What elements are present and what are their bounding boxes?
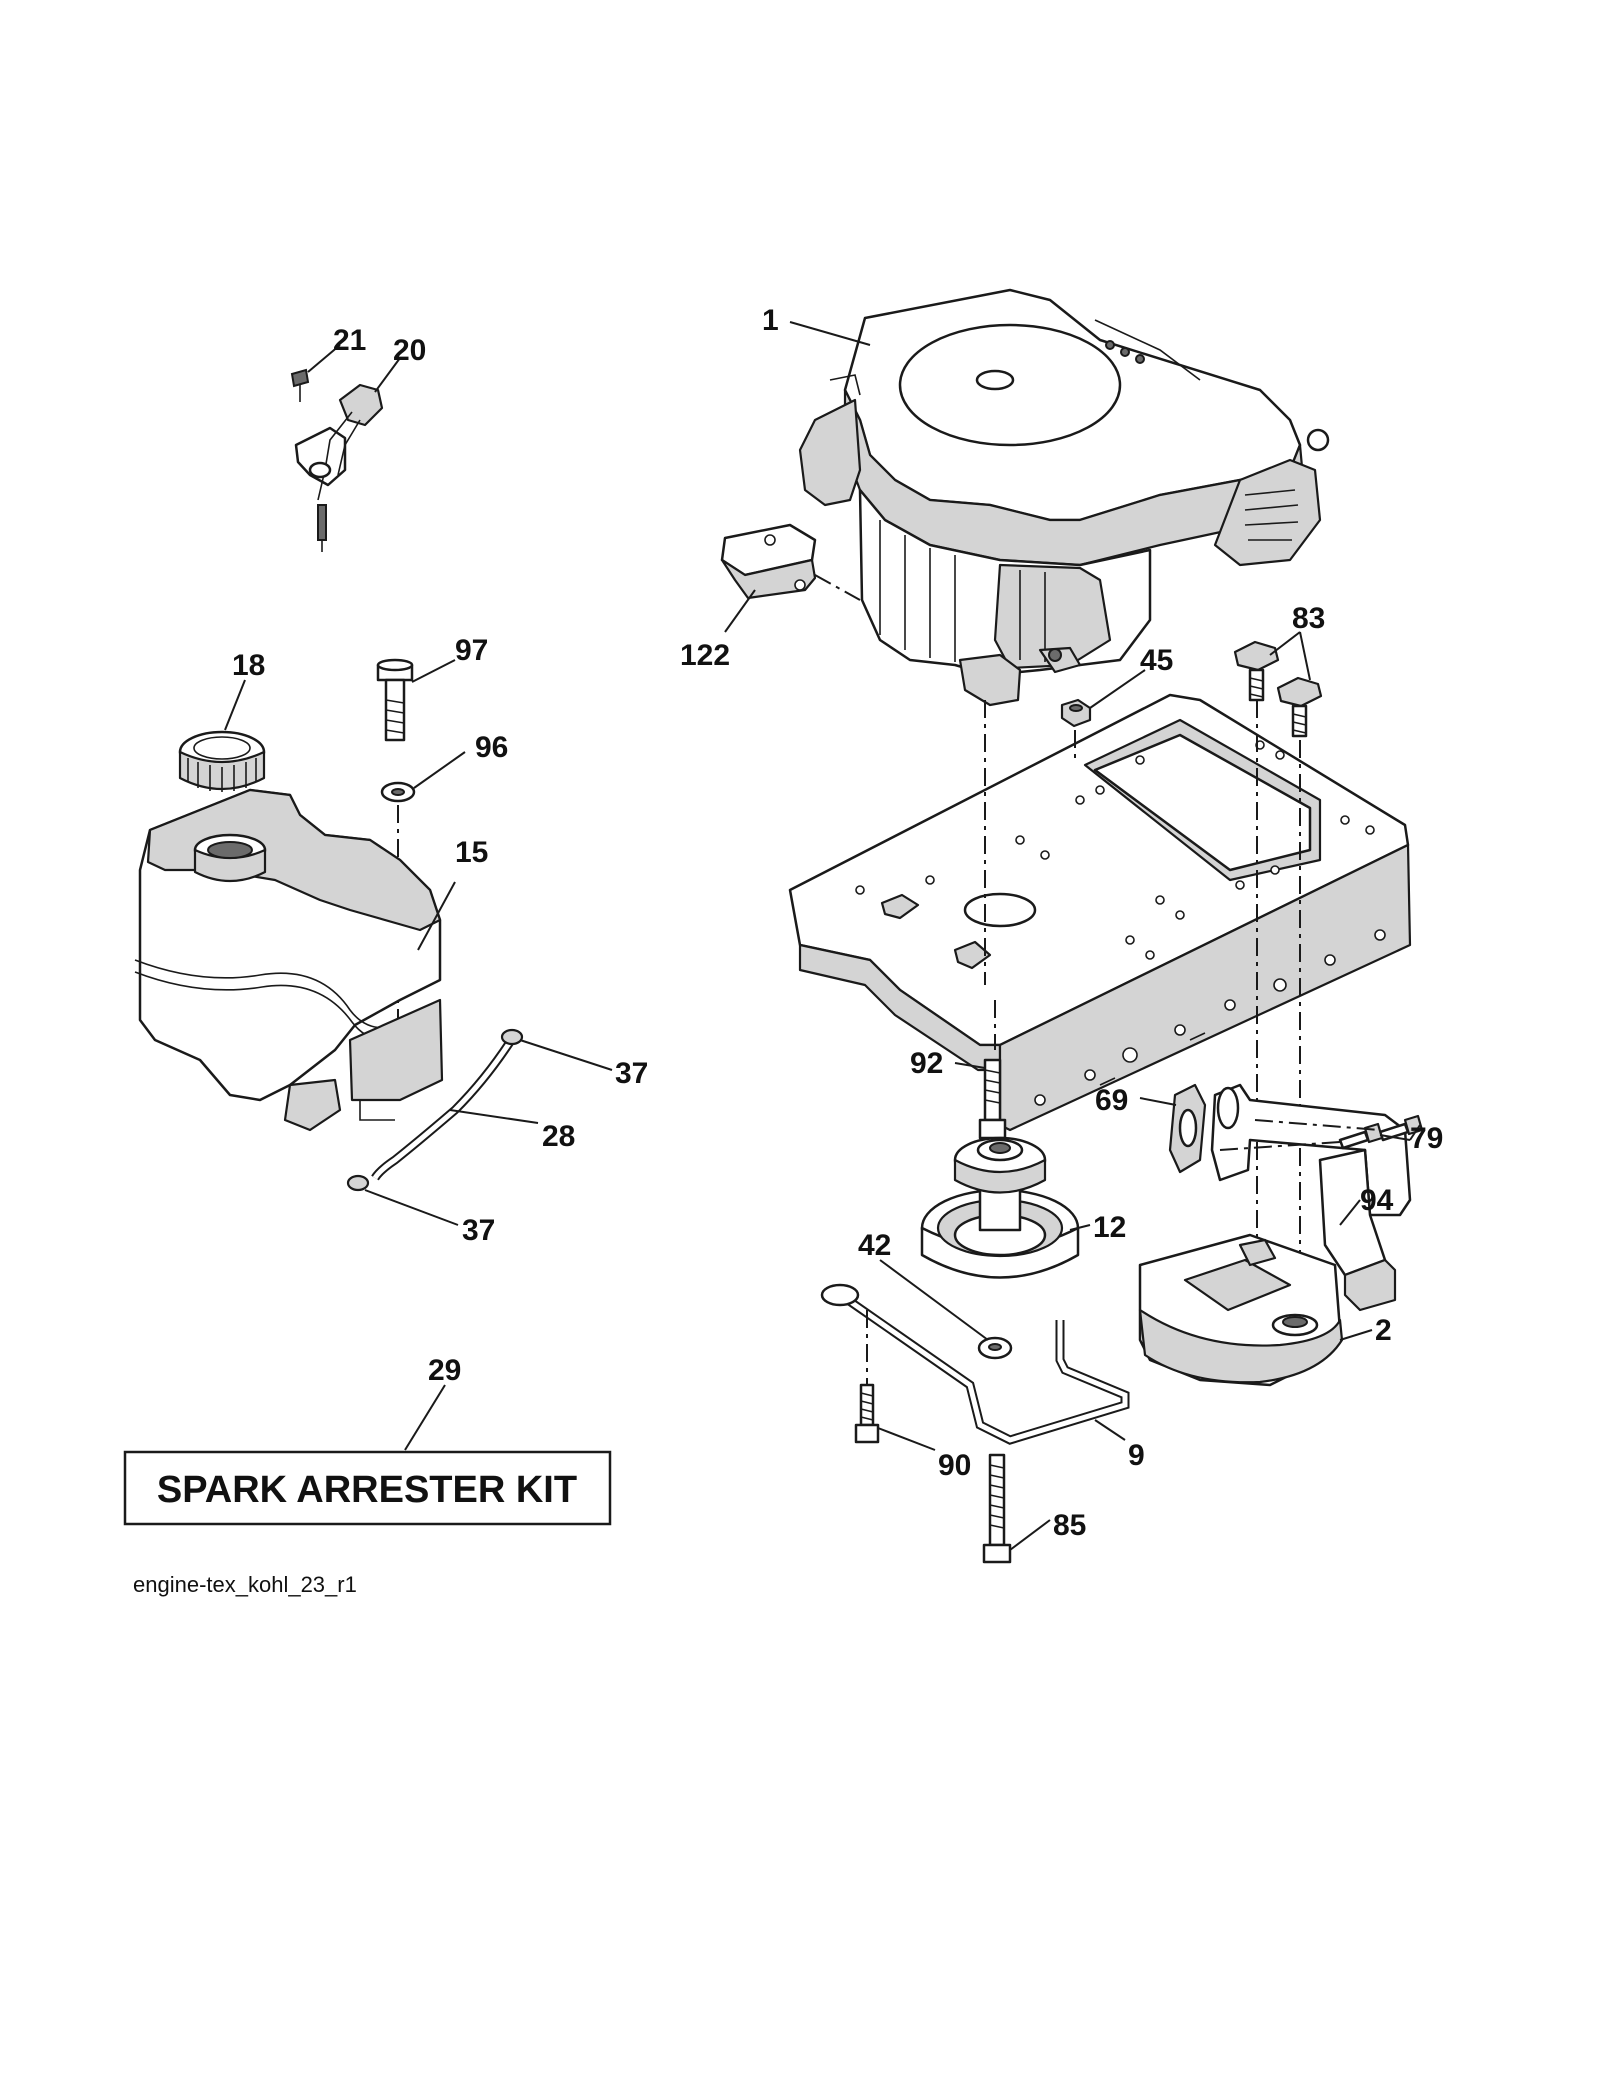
bolt-part-92[interactable] xyxy=(978,1058,1007,1140)
callout-45[interactable]: 45 xyxy=(1140,644,1173,677)
spark-arrester-kit-box[interactable]: SPARK ARRESTER KIT xyxy=(123,1450,612,1526)
callout-94[interactable]: 94 xyxy=(1360,1184,1394,1217)
exhaust-pipe-part-94[interactable] xyxy=(1210,1083,1412,1312)
diagram-reference-id: engine-tex_kohl_23_r1 xyxy=(133,1572,357,1597)
mounting-bolt-part-83-left[interactable] xyxy=(1233,640,1280,702)
callout-83[interactable]: 83 xyxy=(1292,602,1325,635)
hose-clamp-part-37-lower[interactable] xyxy=(346,1174,370,1192)
screw-part-21[interactable] xyxy=(290,368,310,402)
callout-69[interactable]: 69 xyxy=(1095,1084,1128,1117)
fuel-line-part-28[interactable] xyxy=(371,1039,514,1181)
engine-mounting-frame xyxy=(788,693,1412,1132)
exhaust-gasket-part-69[interactable] xyxy=(1168,1083,1207,1174)
callout-labels: 1 21 20 122 18 97 96 15 83 45 37 28 37 9… xyxy=(232,304,1443,1542)
fuel-tank-part-15[interactable] xyxy=(134,788,444,1132)
callout-2[interactable]: 2 xyxy=(1375,1314,1392,1347)
callout-96[interactable]: 96 xyxy=(475,731,508,764)
callout-28[interactable]: 28 xyxy=(542,1120,575,1153)
washer-part-42[interactable] xyxy=(977,1336,1013,1360)
nut-part-45[interactable] xyxy=(1060,698,1092,728)
callout-92[interactable]: 92 xyxy=(910,1047,943,1080)
fuel-cap-part-18[interactable] xyxy=(178,730,266,792)
callout-37-upper[interactable]: 37 xyxy=(615,1057,648,1090)
callout-85[interactable]: 85 xyxy=(1053,1509,1086,1542)
callout-42[interactable]: 42 xyxy=(858,1229,891,1262)
callout-1[interactable]: 1 xyxy=(762,304,779,337)
callout-12[interactable]: 12 xyxy=(1093,1211,1126,1244)
bolt-part-85[interactable] xyxy=(982,1453,1012,1564)
spark-arrester-kit-label: SPARK ARRESTER KIT xyxy=(157,1469,577,1511)
engine-pulley-part-12[interactable] xyxy=(920,1136,1080,1279)
callout-37-lower[interactable]: 37 xyxy=(462,1214,495,1247)
heat-shield-part-122[interactable] xyxy=(720,523,817,600)
bolt-part-97[interactable] xyxy=(376,658,414,742)
callout-20[interactable]: 20 xyxy=(393,334,426,367)
muffler-part-2[interactable] xyxy=(1138,1233,1344,1387)
callout-97[interactable]: 97 xyxy=(455,634,488,667)
callout-122[interactable]: 122 xyxy=(680,639,730,672)
callout-90[interactable]: 90 xyxy=(938,1449,971,1482)
callout-79[interactable]: 79 xyxy=(1410,1122,1443,1155)
callout-29[interactable]: 29 xyxy=(428,1354,461,1387)
washer-part-96[interactable] xyxy=(380,781,416,803)
callout-15[interactable]: 15 xyxy=(455,836,488,869)
hose-clamp-part-37-upper[interactable] xyxy=(500,1028,524,1046)
belt-guide-rod-part-9[interactable] xyxy=(820,1283,1130,1445)
throttle-control-part-20[interactable] xyxy=(294,383,384,552)
callout-18[interactable]: 18 xyxy=(232,649,265,682)
engine-part-1[interactable] xyxy=(798,288,1330,707)
callout-21[interactable]: 21 xyxy=(333,324,366,357)
mounting-bolt-part-83-right[interactable] xyxy=(1276,676,1323,738)
bolt-part-90[interactable] xyxy=(854,1383,880,1444)
leader-lines xyxy=(224,321,1421,1551)
callout-9[interactable]: 9 xyxy=(1128,1439,1145,1472)
